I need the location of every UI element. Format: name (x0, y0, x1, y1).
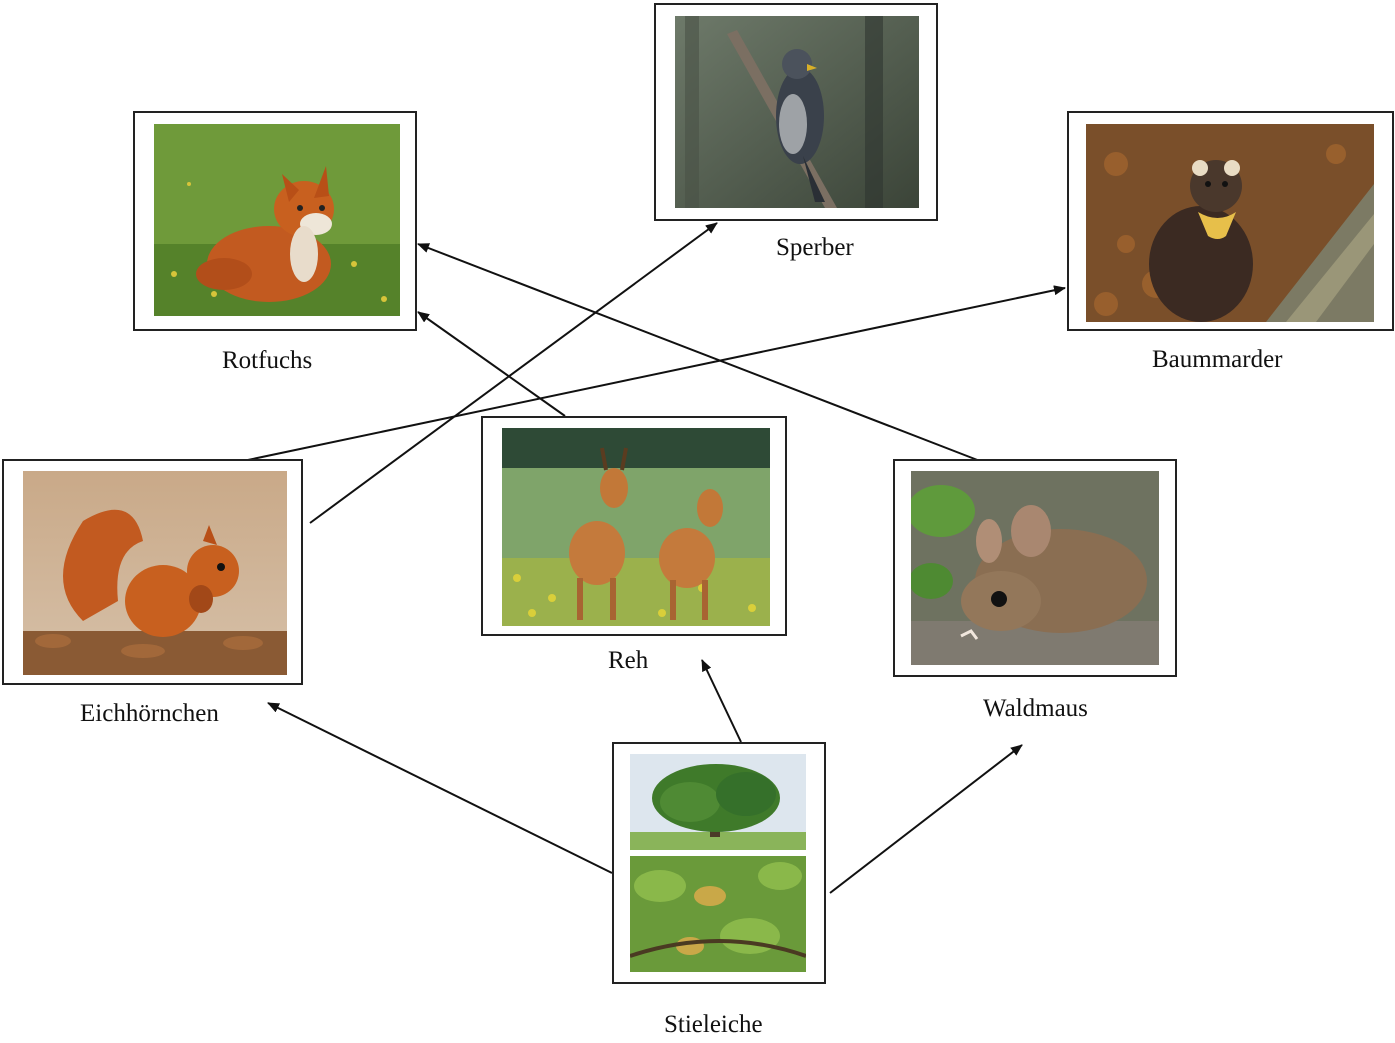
label-sperber: Sperber (776, 234, 854, 261)
label-rotfuchs: Rotfuchs (222, 347, 313, 374)
sparrowhawk-photo-icon (675, 16, 919, 208)
reh-card (481, 416, 787, 636)
rotfuchs-card (133, 111, 417, 331)
label-waldmaus: Waldmaus (983, 695, 1088, 722)
fox-photo-icon (154, 124, 400, 316)
label-stieleiche: Stieleiche (664, 1011, 763, 1038)
label-baummarder: Baummarder (1152, 346, 1283, 373)
oak-tree-photo-icon (630, 754, 806, 850)
wood-mouse-photo-icon (911, 471, 1159, 665)
eichhoernchen-card (2, 459, 303, 685)
label-eichhoernchen: Eichhörnchen (80, 700, 219, 727)
arrow-stieleiche-to-reh (701, 659, 742, 743)
arrow-stieleiche-to-waldmaus (829, 744, 1023, 894)
arrow-stieleiche-to-eichhoernchen (267, 702, 613, 874)
waldmaus-card (893, 459, 1177, 677)
pine-marten-photo-icon (1086, 124, 1374, 322)
stieleiche-card (612, 742, 826, 984)
sperber-card (654, 3, 938, 221)
arrow-reh-to-rotfuchs (417, 311, 566, 417)
squirrel-photo-icon (23, 471, 287, 675)
oak-leaves-photo-icon (630, 856, 806, 972)
roe-deer-photo-icon (502, 428, 770, 626)
baummarder-card (1067, 111, 1394, 331)
label-reh: Reh (608, 647, 649, 674)
